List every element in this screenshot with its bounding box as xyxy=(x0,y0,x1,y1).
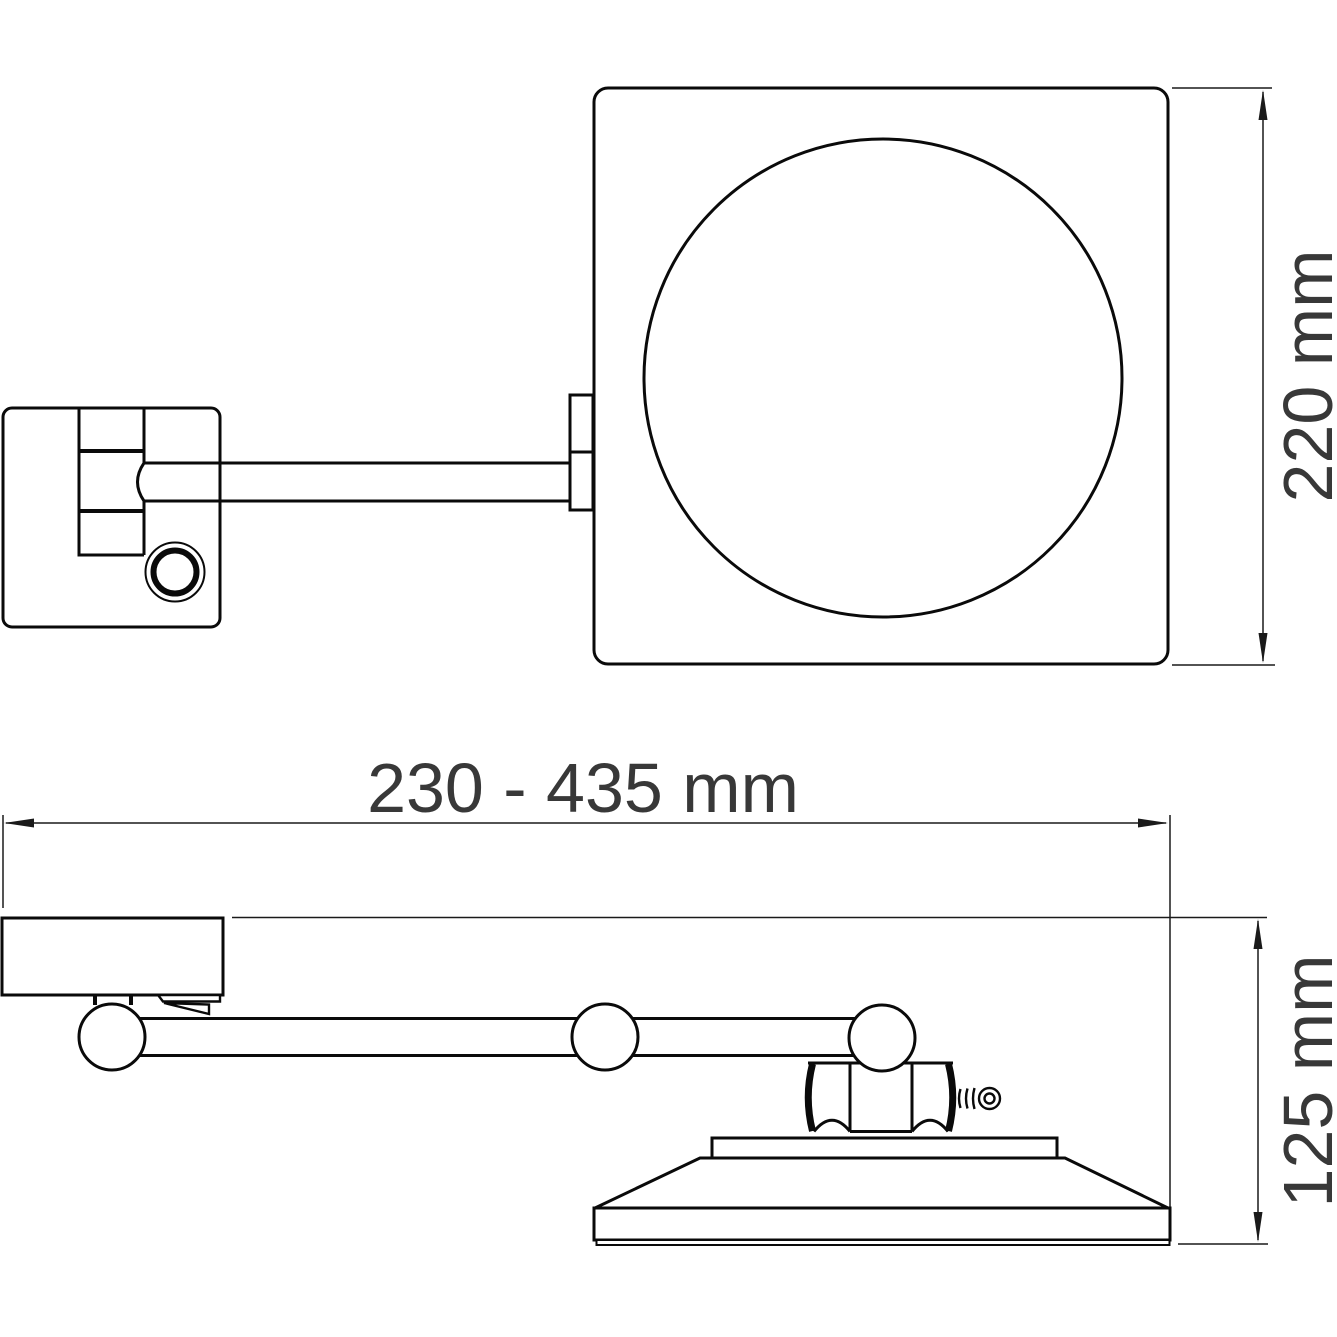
arrowhead-up-depth xyxy=(1253,919,1263,949)
arrowhead-left xyxy=(4,818,34,828)
swivel-cylinder xyxy=(804,1061,957,1133)
mirror-glass xyxy=(642,137,1124,619)
mirror-bracket-lower xyxy=(568,450,595,512)
dimension-mirror-height: 220 mm xyxy=(1172,87,1337,666)
screw-knob-outer xyxy=(977,1086,1002,1111)
switch-knob xyxy=(144,541,206,603)
ball-joint-mirror xyxy=(847,1003,917,1073)
cylinder-bottom-edge xyxy=(812,1118,950,1133)
hinge-block xyxy=(77,408,146,557)
dimension-label-arm-extension: 230 - 435 mm xyxy=(367,749,799,827)
mirror-face-rim xyxy=(595,1239,1171,1246)
mirror-frame xyxy=(592,86,1170,666)
arrowhead-down xyxy=(1258,633,1268,663)
adjustment-screw xyxy=(957,1086,1002,1111)
arrowhead-down-depth xyxy=(1253,1212,1263,1242)
dimension-arm-extension: 230 - 435 mm xyxy=(2,749,1168,908)
dimension-label-mirror-height: 220 mm xyxy=(1269,250,1337,503)
arrowhead-right xyxy=(1138,818,1168,828)
switch-knob-inner-ring xyxy=(150,547,200,597)
swivel-arm xyxy=(144,461,570,503)
screw-threads xyxy=(957,1087,976,1110)
folded-bracket-wedge xyxy=(163,1001,211,1016)
hinge-divider xyxy=(79,449,144,513)
wall-plate-top xyxy=(0,916,225,997)
arm-hinge-cap xyxy=(136,462,146,502)
arrowhead-up xyxy=(1258,90,1268,120)
mirror-bracket-upper xyxy=(568,393,595,454)
mirror-shade-profile xyxy=(594,1156,1169,1210)
dimension-label-wall-projection: 125 mm xyxy=(1269,955,1337,1208)
wall-mount-plate xyxy=(1,406,222,629)
top-view: 230 - 435 mm 125 mm xyxy=(0,749,1337,1246)
cylinder-cap-right xyxy=(945,1063,957,1132)
mirror-face-slab xyxy=(592,1206,1172,1242)
screw-knob-inner xyxy=(983,1092,996,1105)
ball-joint-wall xyxy=(77,1002,147,1072)
ball-joint-middle xyxy=(570,1002,640,1072)
dimension-wall-projection: 125 mm xyxy=(1178,919,1337,1245)
switch-knob-outer-ring xyxy=(144,541,206,603)
folded-bracket-bar xyxy=(155,993,222,1003)
arm-bar xyxy=(112,1017,882,1057)
mirror-back-plate xyxy=(710,1136,1059,1160)
front-view: 220 mm xyxy=(1,86,1337,666)
cylinder-cap-left xyxy=(804,1063,816,1132)
cylinder-dividers xyxy=(848,1063,914,1132)
